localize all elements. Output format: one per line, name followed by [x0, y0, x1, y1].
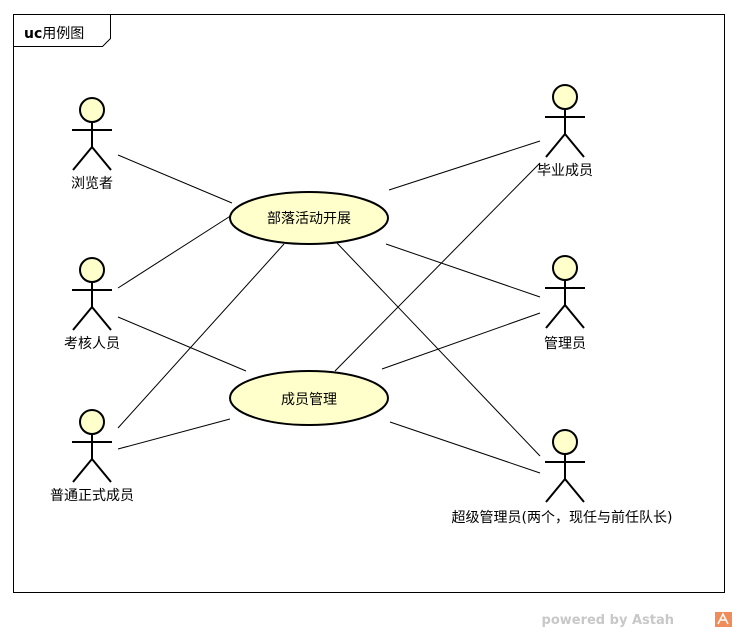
actor-label: 普通正式成员: [50, 488, 134, 504]
association-line[interactable]: [334, 162, 541, 372]
use-case-label: 部落活动开展: [267, 211, 351, 227]
use-case-ellipse[interactable]: [229, 370, 389, 426]
actor-head: [552, 255, 578, 281]
association-line[interactable]: [117, 243, 285, 429]
actor-head: [552, 429, 578, 455]
actor-body: [72, 282, 112, 331]
watermark-text: powered by Astah: [542, 613, 674, 628]
actor-regular[interactable]: 普通正式成员: [50, 409, 134, 504]
astah-logo-icon: [715, 612, 732, 627]
actor-body: [545, 109, 585, 158]
actor-label: 管理员: [544, 336, 586, 352]
association-line[interactable]: [381, 312, 541, 370]
actor-body: [545, 454, 585, 503]
frame-tab: [13, 14, 111, 47]
actor-body: [545, 280, 585, 329]
actor-body: [72, 122, 112, 171]
use-case-member[interactable]: 成员管理: [229, 370, 389, 426]
actor-head: [79, 97, 105, 123]
association-line[interactable]: [388, 140, 541, 191]
association-line[interactable]: [117, 214, 233, 289]
frame-title: 用例图: [42, 26, 84, 42]
use-case-label: 成员管理: [281, 392, 337, 408]
use-case-ellipse[interactable]: [229, 191, 389, 245]
actor-admin[interactable]: 管理员: [544, 255, 586, 352]
actor-superadmin[interactable]: 超级管理员(两个，现任与前任队长): [452, 429, 673, 526]
association-line[interactable]: [385, 243, 541, 298]
actor-head: [79, 257, 105, 283]
actor-label: 考核人员: [64, 336, 120, 352]
astah-watermark: powered by Astah: [542, 612, 732, 628]
frame-kind: uc: [24, 26, 42, 42]
use-case-activity[interactable]: 部落活动开展: [229, 191, 389, 245]
actor-reviewer[interactable]: 考核人员: [64, 257, 120, 352]
association-line[interactable]: [335, 241, 541, 457]
actor-label: 浏览者: [71, 176, 113, 192]
associations: [117, 140, 541, 474]
actor-label: 超级管理员(两个，现任与前任队长): [452, 509, 673, 526]
actor-label: 毕业成员: [537, 163, 593, 179]
diagram-frame: [13, 14, 725, 593]
actor-head: [552, 84, 578, 110]
actor-browser[interactable]: 浏览者: [71, 97, 113, 192]
frame-label: uc用例图: [24, 26, 84, 42]
association-line[interactable]: [117, 316, 247, 372]
association-line[interactable]: [389, 421, 541, 474]
association-line[interactable]: [117, 154, 233, 204]
association-line[interactable]: [117, 418, 231, 450]
actor-graduate[interactable]: 毕业成员: [537, 84, 593, 179]
actor-head: [79, 409, 105, 435]
actor-body: [72, 434, 112, 483]
